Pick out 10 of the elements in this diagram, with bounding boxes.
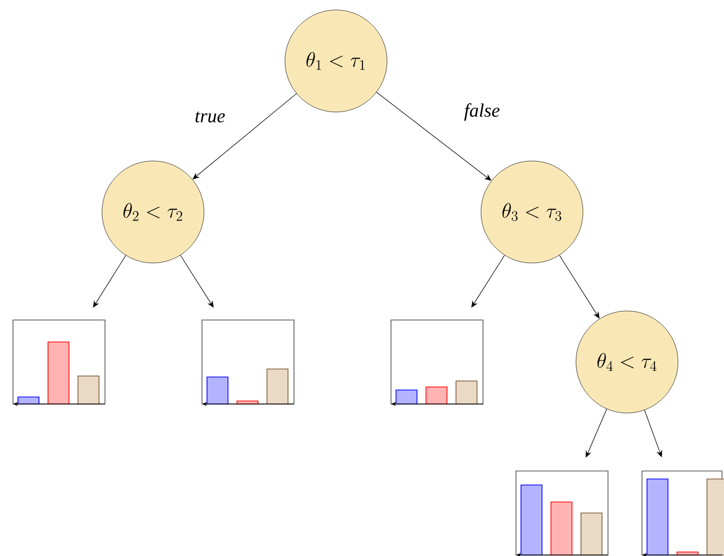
histogram-drawing xyxy=(202,320,294,406)
histogram-drawing xyxy=(12,320,106,406)
histogram-drawing xyxy=(516,470,608,556)
arrow xyxy=(644,410,662,458)
arrow xyxy=(192,93,297,180)
arrow xyxy=(376,92,492,181)
edge-label: false xyxy=(463,102,501,122)
edge-label: true xyxy=(194,110,226,124)
histogram-drawing xyxy=(642,470,724,556)
histogram-drawing xyxy=(390,320,484,406)
